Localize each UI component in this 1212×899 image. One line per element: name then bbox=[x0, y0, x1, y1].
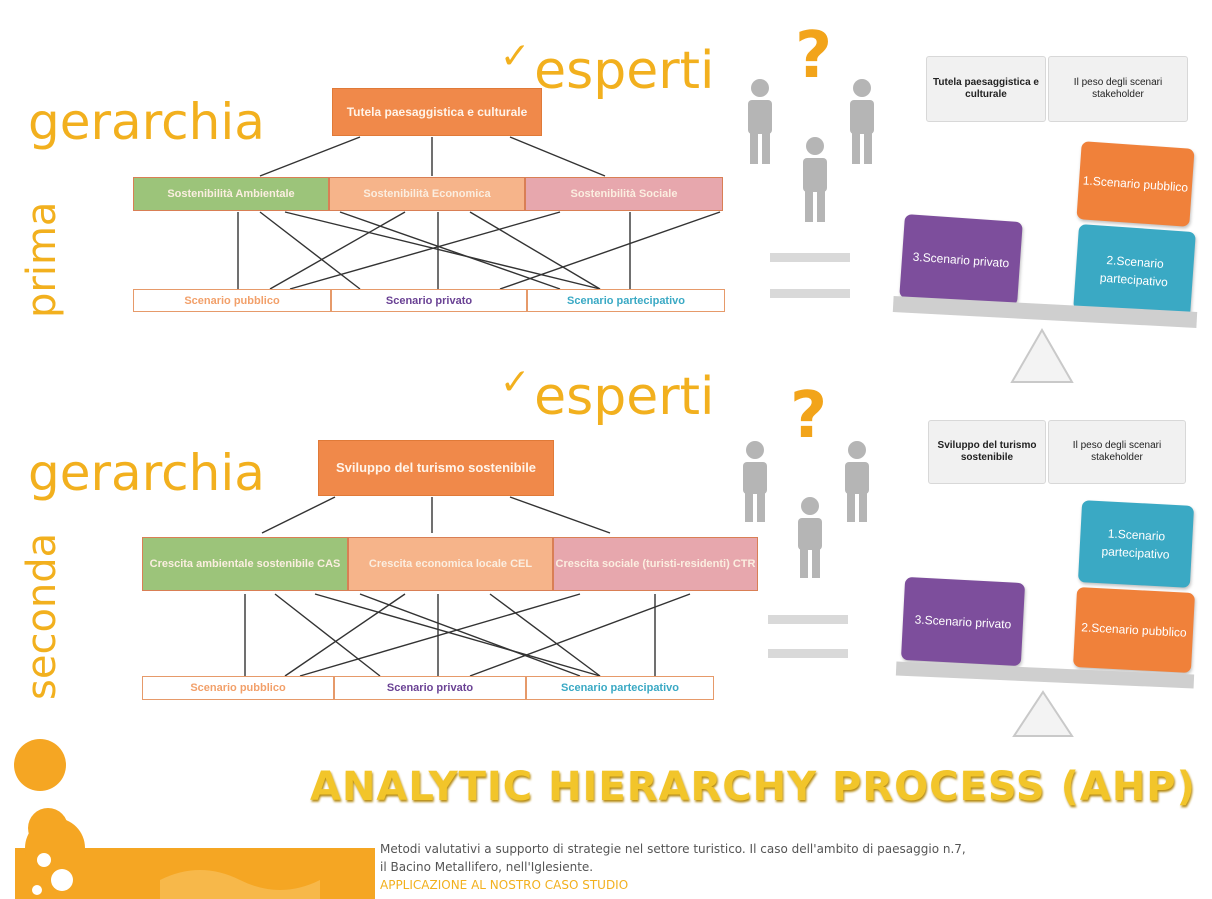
second-gerarchia-label: gerarchia bbox=[28, 444, 265, 502]
second-card-privato: 3.Scenario privato bbox=[900, 576, 1026, 667]
second-criterion-cas: Crescita ambientale sostenibile CAS bbox=[142, 537, 348, 591]
first-equals-bar-bottom bbox=[770, 289, 850, 298]
second-criterion-cel: Crescita economica locale CEL bbox=[348, 537, 553, 591]
first-esperti-heading: ✓esperti bbox=[500, 30, 714, 98]
second-card-pubblico: 2.Scenario pubblico bbox=[1072, 586, 1196, 674]
first-question-mark-icon: ? bbox=[795, 19, 833, 93]
second-equals-bar-bottom bbox=[768, 649, 848, 658]
second-question-mark-icon: ? bbox=[790, 379, 828, 453]
footer-text: Metodi valutativi a supporto di strategi… bbox=[380, 840, 1200, 894]
first-criterion-ambientale: Sostenibilità Ambientale bbox=[133, 177, 329, 211]
check-mark-icon: ✓ bbox=[500, 36, 531, 77]
first-gerarchia-label: gerarchia bbox=[28, 93, 265, 151]
second-esperti-text: esperti bbox=[534, 367, 715, 427]
first-scenario-pubblico: Scenario pubblico bbox=[133, 289, 331, 312]
second-equals-bar-top bbox=[768, 615, 848, 624]
first-esperti-text: esperti bbox=[534, 41, 715, 101]
first-balance-fulcrum-icon bbox=[1010, 328, 1074, 383]
first-scenario-privato: Scenario privato bbox=[331, 289, 527, 312]
second-card-partecipativo: 1.Scenario partecipativo bbox=[1077, 500, 1195, 588]
first-scenario-partecipativo: Scenario partecipativo bbox=[527, 289, 725, 312]
second-vertical-label: seconda bbox=[19, 532, 65, 700]
second-balance-fulcrum-icon bbox=[1012, 690, 1074, 737]
second-scenario-partecipativo: Scenario partecipativo bbox=[526, 676, 714, 700]
first-card-privato: 3.Scenario privato bbox=[899, 213, 1023, 307]
second-legend-weights: Il peso degli scenari stakeholder bbox=[1048, 420, 1186, 484]
first-goal-box: Tutela paesaggistica e culturale bbox=[332, 88, 542, 136]
second-scenario-privato: Scenario privato bbox=[334, 676, 526, 700]
second-experts-icon bbox=[743, 441, 869, 578]
page-title: ANALYTIC HIERARCHY PROCESS (AHP) bbox=[310, 764, 1196, 810]
footer-line-3: APPLICAZIONE AL NOSTRO CASO STUDIO bbox=[380, 878, 629, 892]
footer-line-2: il Bacino Metallifero, nell'Iglesiente. bbox=[380, 860, 594, 874]
second-esperti-heading: ✓esperti bbox=[500, 356, 714, 424]
first-card-pubblico: 1.Scenario pubblico bbox=[1076, 141, 1195, 227]
second-goal-box: Sviluppo del turismo sostenibile bbox=[318, 440, 554, 496]
decorative-orange-shapes bbox=[14, 739, 375, 899]
second-criterion-ctr: Crescita sociale (turisti-residenti) CTR bbox=[553, 537, 758, 591]
first-equals-bar-top bbox=[770, 253, 850, 262]
first-card-partecipativo: 2.Scenario partecipativo bbox=[1073, 224, 1196, 318]
second-legend-criterion: Sviluppo del turismo sostenibile bbox=[928, 420, 1046, 484]
second-scenario-pubblico: Scenario pubblico bbox=[142, 676, 334, 700]
first-criterion-economica: Sostenibilità Economica bbox=[329, 177, 525, 211]
first-legend-weights: Il peso degli scenari stakeholder bbox=[1048, 56, 1188, 122]
first-experts-icon bbox=[748, 79, 874, 222]
footer-line-1: Metodi valutativi a supporto di strategi… bbox=[380, 842, 966, 856]
check-mark-icon: ✓ bbox=[500, 362, 531, 403]
first-criterion-sociale: Sostenibilità Sociale bbox=[525, 177, 723, 211]
first-legend-criterion: Tutela paesaggistica e culturale bbox=[926, 56, 1046, 122]
